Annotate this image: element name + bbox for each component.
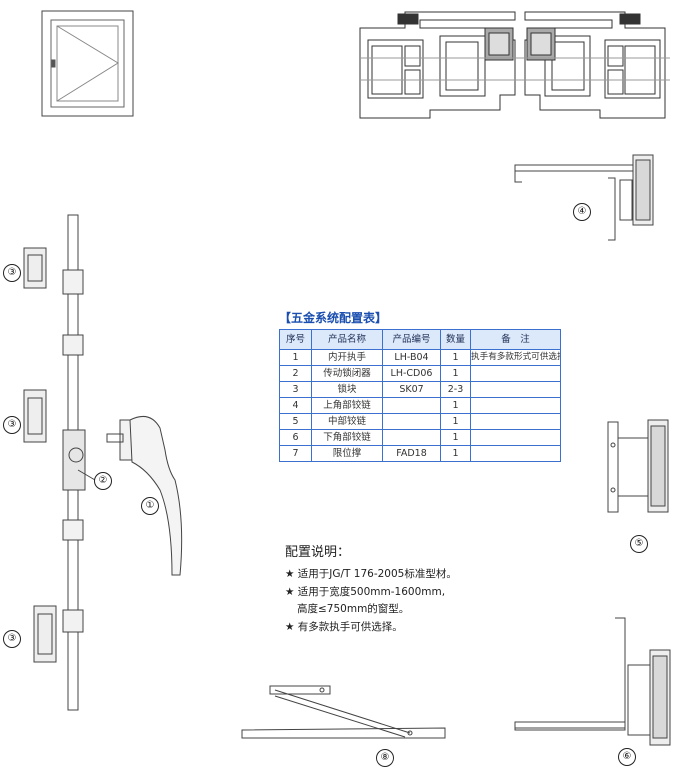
cell-product-code	[382, 413, 441, 430]
cell-product-name: 上角部铰链	[311, 397, 383, 414]
config-table-title: 【五金系统配置表】	[279, 311, 388, 325]
top-hinge-drawing	[514, 154, 654, 241]
note-line: ★ 适用于JG/T 176-2005标准型材。	[285, 568, 457, 580]
cell-quantity: 1	[440, 429, 471, 446]
table-row: 6 下角部铰链 1	[279, 429, 561, 446]
label-middle-hinge: ⑤	[630, 535, 648, 553]
cell-quantity: 2-3	[440, 381, 471, 398]
window-elevation-drawing	[41, 10, 134, 117]
cell-remarks	[470, 381, 561, 398]
cell-quantity: 1	[440, 397, 471, 414]
cell-product-code: SK07	[382, 381, 441, 398]
cell-index: 4	[279, 397, 312, 414]
cell-product-code: LH-B04	[382, 349, 441, 366]
cell-product-code: LH-CD06	[382, 365, 441, 382]
label-bottom-hinge: ⑥	[618, 748, 636, 766]
header-remarks: 备 注	[470, 329, 561, 350]
cell-product-code	[382, 429, 441, 446]
config-notes: 配置说明： ★ 适用于JG/T 176-2005标准型材。 ★ 适用于宽度500…	[285, 541, 457, 636]
table-row: 5 中部铰链 1	[279, 413, 561, 430]
config-table: 序号 产品名称 产品编号 数量 备 注 1 内开执手 LH-B04 1 执手有多…	[279, 329, 561, 462]
table-row: 3 锁块 SK07 2-3	[279, 381, 561, 398]
header-product-code: 产品编号	[382, 329, 441, 350]
header-quantity: 数量	[440, 329, 471, 350]
cell-index: 3	[279, 381, 312, 398]
cell-remarks	[470, 397, 561, 414]
bottom-hinge-drawing	[514, 617, 671, 746]
cell-remarks	[470, 429, 561, 446]
header-index: 序号	[279, 329, 312, 350]
table-row: 4 上角部铰链 1	[279, 397, 561, 414]
transmission-bar-drawing	[62, 214, 96, 711]
table-row: 1 内开执手 LH-B04 1 执手有多款形式可供选择	[279, 349, 561, 366]
label-lock-block-2: ③	[3, 416, 21, 434]
config-table-header: 序号 产品名称 产品编号 数量 备 注	[279, 329, 561, 350]
label-lock-block-1: ③	[3, 264, 21, 282]
cell-product-code: FAD18	[382, 445, 441, 462]
label-lock-block-3: ③	[3, 630, 21, 648]
cell-product-name: 中部铰链	[311, 413, 383, 430]
cell-product-name: 内开执手	[311, 349, 383, 366]
cell-remarks: 执手有多款形式可供选择	[470, 349, 561, 366]
cell-quantity: 1	[440, 349, 471, 366]
label-gear: ②	[94, 472, 112, 490]
cell-remarks	[470, 445, 561, 462]
cell-remarks	[470, 413, 561, 430]
label-stay: ⑧	[376, 749, 394, 767]
cell-index: 7	[279, 445, 312, 462]
stay-drawing	[241, 685, 446, 739]
cell-product-name: 下角部铰链	[311, 429, 383, 446]
cell-product-name: 限位撑	[311, 445, 383, 462]
cell-quantity: 1	[440, 445, 471, 462]
cell-index: 5	[279, 413, 312, 430]
cell-quantity: 1	[440, 413, 471, 430]
cell-product-name: 锁块	[311, 381, 383, 398]
note-line: 高度≤750mm的窗型。	[297, 603, 410, 615]
header-product-name: 产品名称	[311, 329, 383, 350]
lock-block-drawings	[23, 247, 57, 663]
profile-cross-section-drawing	[359, 11, 670, 119]
cell-product-code	[382, 397, 441, 414]
cell-quantity: 1	[440, 365, 471, 382]
cell-index: 2	[279, 365, 312, 382]
label-top-hinge: ④	[573, 203, 591, 221]
notes-title: 配置说明：	[285, 545, 351, 560]
cell-index: 1	[279, 349, 312, 366]
label-handle: ①	[141, 497, 159, 515]
cell-index: 6	[279, 429, 312, 446]
table-row: 7 限位撑 FAD18 1	[279, 445, 561, 462]
note-line: ★ 适用于宽度500mm-1600mm,	[285, 585, 446, 598]
table-row: 2 传动锁闭器 LH-CD06 1	[279, 365, 561, 382]
note-line: ★ 有多款执手可供选择。	[285, 620, 403, 633]
cell-remarks	[470, 365, 561, 382]
cell-product-name: 传动锁闭器	[311, 365, 383, 382]
handle-drawing	[106, 415, 183, 576]
middle-hinge-drawing	[607, 419, 669, 513]
